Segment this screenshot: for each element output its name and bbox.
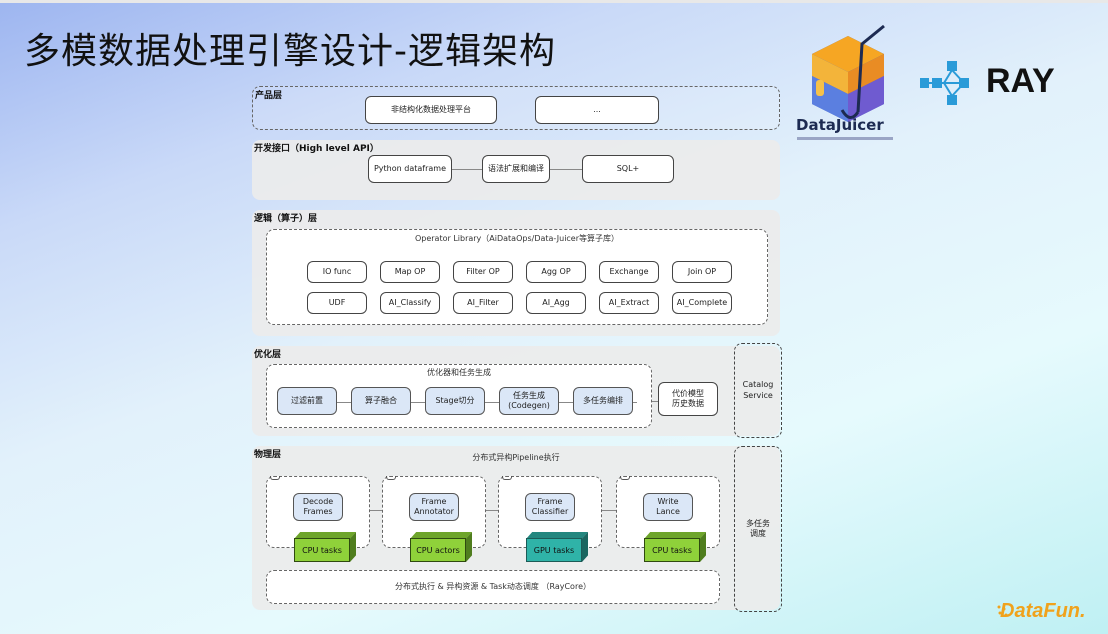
op-ai-filter: AI_Filter — [453, 292, 513, 314]
op-ai-classify: AI_Classify — [380, 292, 440, 314]
op-exchange: Exchange — [599, 261, 659, 283]
op-map: Map OP — [380, 261, 440, 283]
api-layer-label: 开发接口（High level API） — [254, 144, 379, 154]
api-layer: 开发接口（High level API） Python dataframe 语法… — [252, 140, 780, 200]
stage-decode-box: Decode Frames — [293, 493, 343, 521]
execution-layer-label: 物理层 — [254, 450, 282, 460]
product-layer-label: 产品层 — [255, 91, 283, 101]
datajuicer-tagline — [797, 137, 893, 140]
optimizer-connector — [337, 402, 637, 403]
opt-step-codegen: 任务生成 (Codegen) — [499, 387, 559, 415]
cost-model-box: 代价模型 历史数据 — [658, 382, 718, 416]
optimizer-group: 优化器和任务生成 过滤前置 算子融合 Stage切分 任务生成 (Codegen… — [266, 364, 652, 428]
datajuicer-name: DataJuicer — [796, 116, 884, 134]
opt-step-multitask: 多任务编排 — [573, 387, 633, 415]
stage-tab-icon — [620, 476, 630, 480]
slide-title: 多模数据处理引擎设计-逻辑架构 — [24, 31, 556, 72]
stage-classifier-box: Frame Classifier — [525, 493, 575, 521]
execution-caption: 分布式异构Pipeline执行 — [472, 453, 560, 462]
execution-layer: 物理层 分布式异构Pipeline执行 Decode Frames Frame … — [252, 446, 780, 610]
opt-step-operator-fusion: 算子融合 — [351, 387, 411, 415]
api-box-sql: SQL+ — [582, 155, 674, 183]
logic-layer-label: 逻辑（算子）层 — [254, 214, 318, 224]
op-filter: Filter OP — [453, 261, 513, 283]
raycore-runtime: 分布式执行 & 异构资源 & Task动态调度 （RayCore） — [266, 570, 720, 604]
op-join: Join OP — [672, 261, 732, 283]
optimizer-caption: 优化器和任务生成 — [427, 368, 491, 377]
operator-library-caption: Operator Library（AiDataOps/Data-Juicer等算… — [414, 234, 620, 243]
product-box-platform: 非结构化数据处理平台 — [365, 96, 497, 124]
op-io-func: IO func — [307, 261, 367, 283]
op-ai-agg: AI_Agg — [526, 292, 586, 314]
resource-cube-gpu-tasks: GPU tasks — [526, 532, 588, 562]
op-udf: UDF — [307, 292, 367, 314]
catalog-service-panel: Catalog Service — [734, 343, 782, 438]
product-box-more: ... — [535, 96, 659, 124]
product-layer: 产品层 非结构化数据处理平台 ... — [252, 86, 780, 130]
multitask-scheduler-panel: 多任务 调度 — [734, 446, 782, 612]
stage-tab-icon — [502, 476, 512, 480]
operator-library: Operator Library（AiDataOps/Data-Juicer等算… — [266, 229, 768, 325]
stage-tab-icon — [386, 476, 396, 480]
op-ai-extract: AI_Extract — [599, 292, 659, 314]
api-box-python-dataframe: Python dataframe — [368, 155, 452, 183]
opt-step-filter-pushdown: 过滤前置 — [277, 387, 337, 415]
opt-step-stage-split: Stage切分 — [425, 387, 485, 415]
ray-logo-icon — [920, 61, 969, 105]
stage-write-box: Write Lance — [643, 493, 693, 521]
op-ai-complete: AI_Complete — [672, 292, 732, 314]
raycore-runtime-label: 分布式执行 & 异构资源 & Task动态调度 （RayCore） — [395, 582, 591, 591]
stage-annotator-box: Frame Annotator — [409, 493, 459, 521]
datafun-logo-text: DataFun. — [1000, 600, 1086, 622]
top-border — [0, 0, 1108, 3]
resource-cube-cpu-actors: CPU actors — [410, 532, 472, 562]
ray-logo-text: RAY — [986, 62, 1055, 100]
cost-model-connector — [652, 401, 658, 402]
op-agg: Agg OP — [526, 261, 586, 283]
resource-cube-cpu-tasks: CPU tasks — [294, 532, 356, 562]
resource-cube-cpu-tasks-2: CPU tasks — [644, 532, 706, 562]
optimizer-layer-label: 优化层 — [254, 350, 282, 360]
datafun-logo-icon — [997, 605, 1008, 617]
optimizer-layer: 优化层 优化器和任务生成 过滤前置 算子融合 Stage切分 任务生成 (Cod… — [252, 346, 780, 436]
datajuicer-logo-icon — [812, 24, 885, 122]
logic-layer: 逻辑（算子）层 Operator Library（AiDataOps/Data-… — [252, 210, 780, 336]
api-box-syntax-extension: 语法扩展和编译 — [482, 155, 550, 183]
stage-tab-icon — [270, 476, 280, 480]
